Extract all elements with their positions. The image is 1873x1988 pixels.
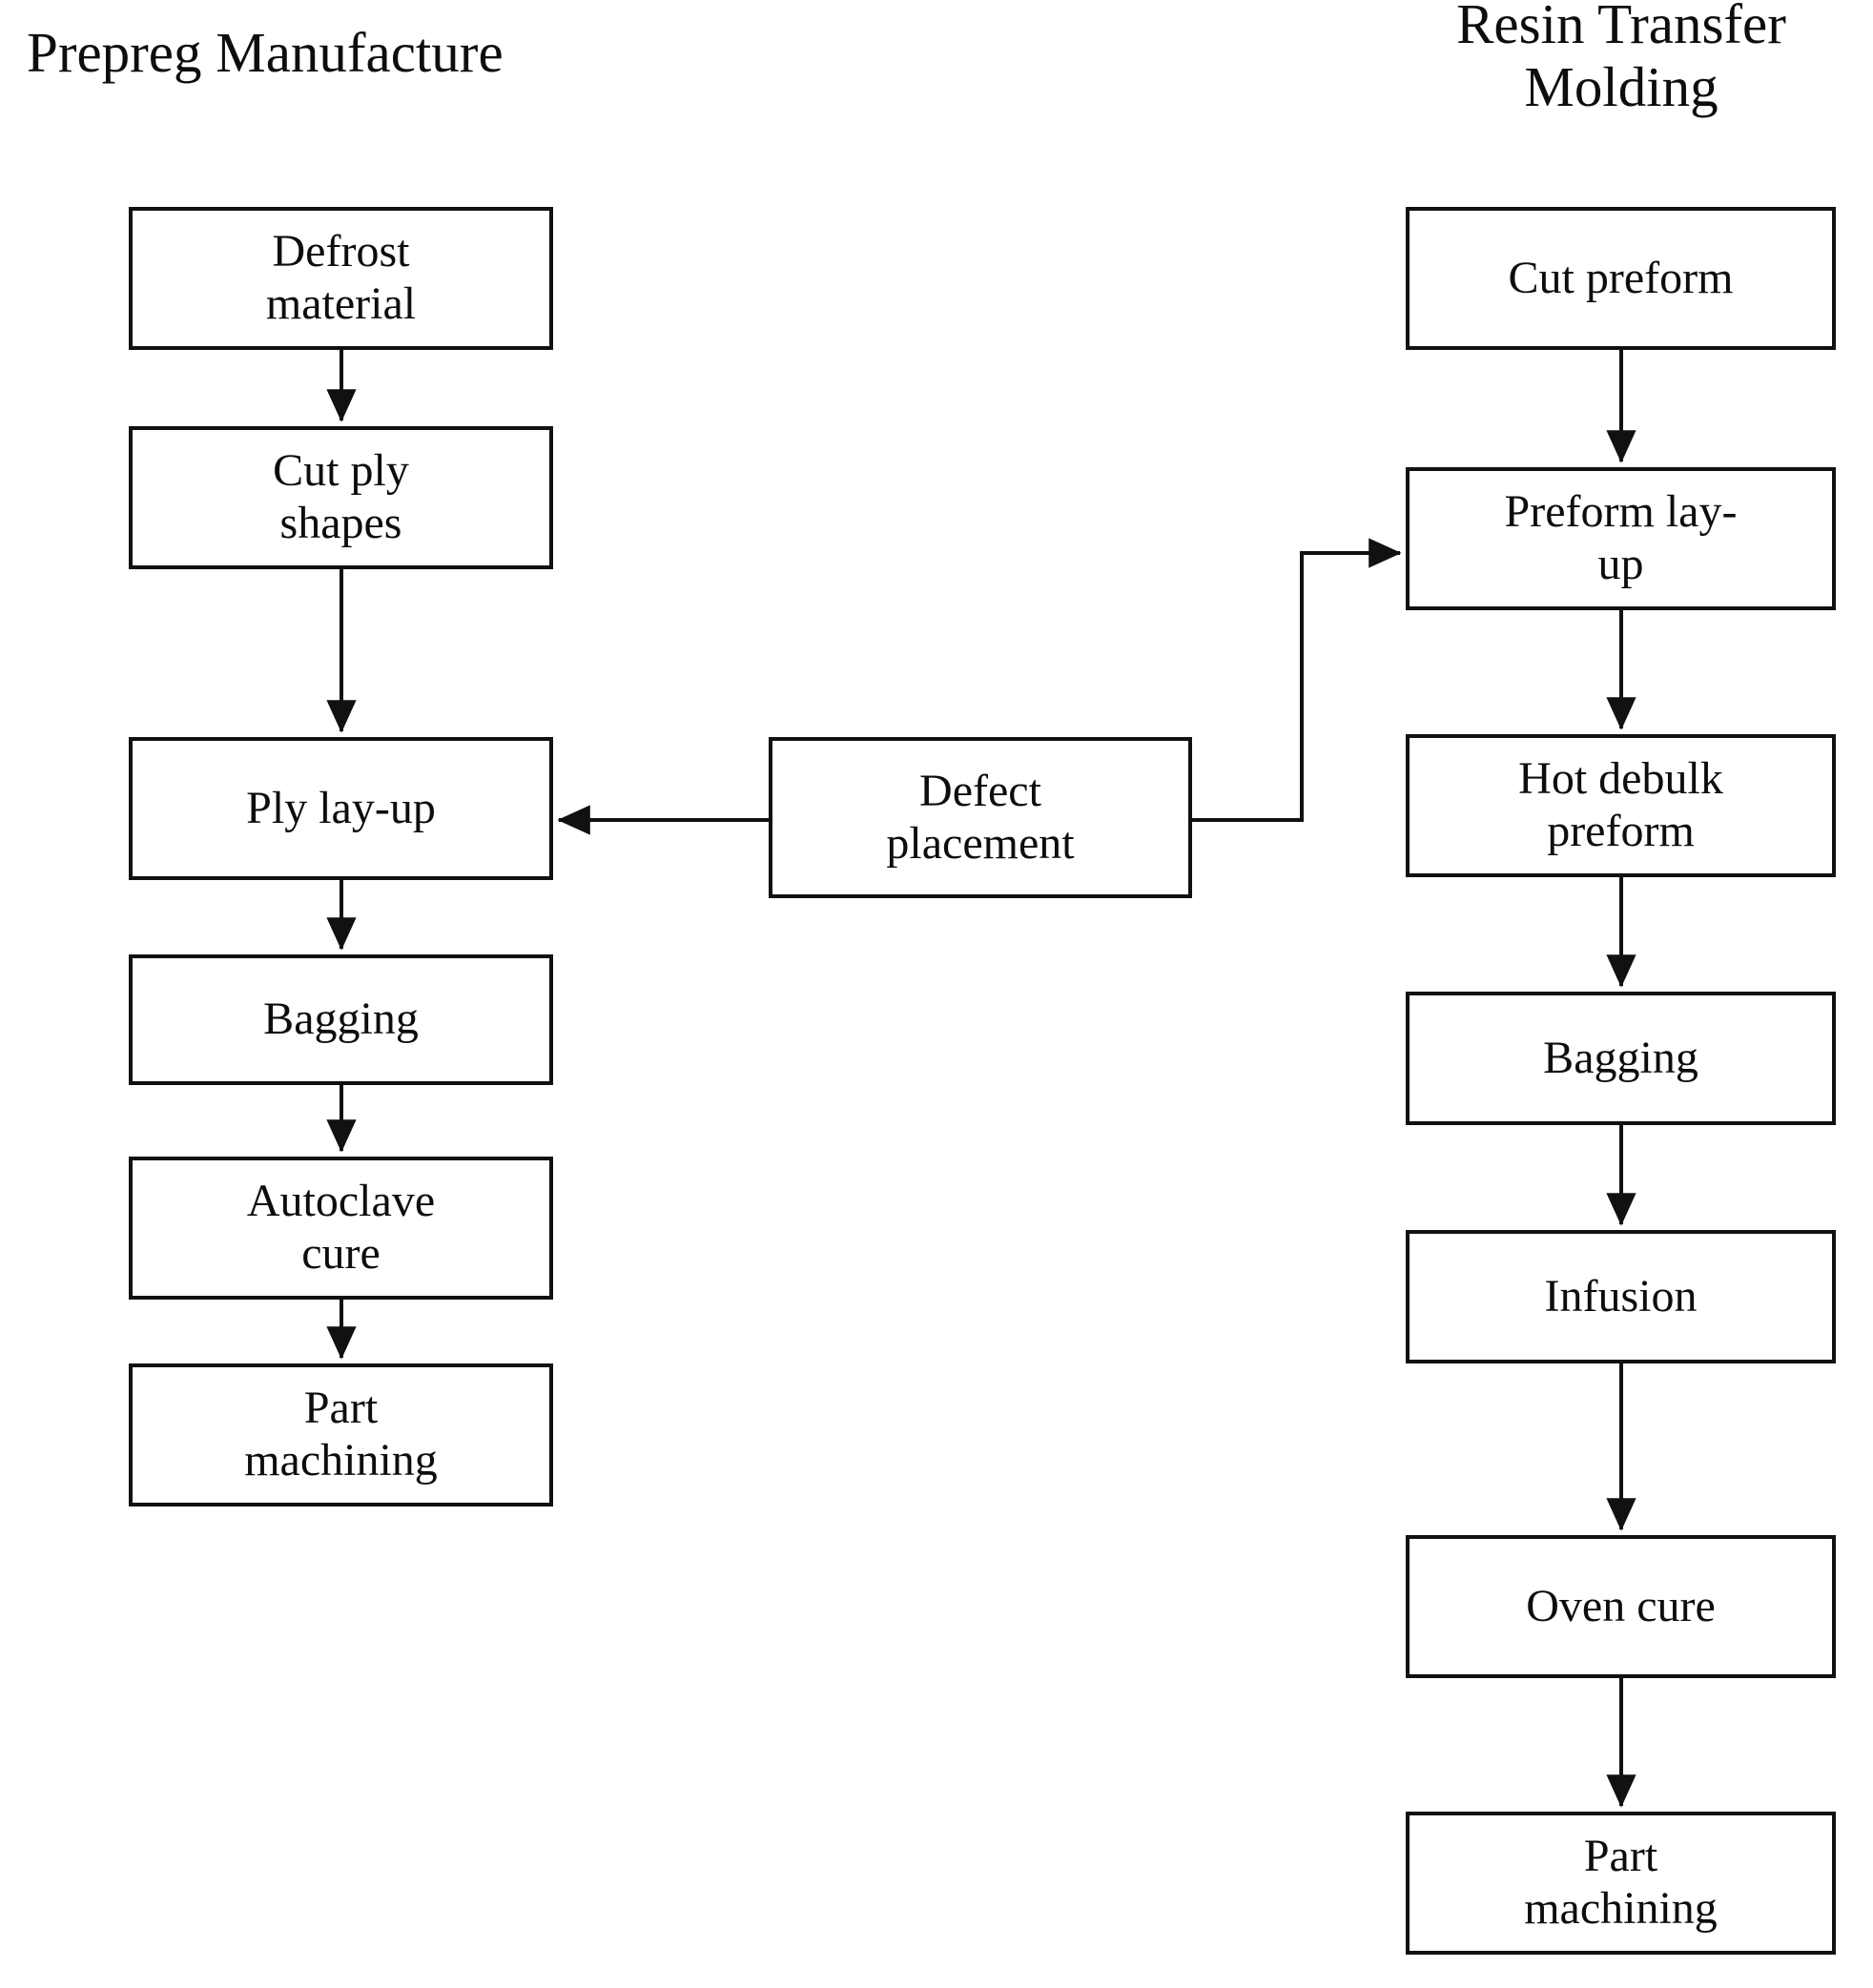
node-oven-cure[interactable]: Oven cure <box>1406 1535 1836 1678</box>
node-part-machining-prepreg[interactable]: Part machining <box>129 1363 553 1506</box>
node-label: Defrost material <box>265 226 417 329</box>
node-part-machining-rtm[interactable]: Part machining <box>1406 1812 1836 1955</box>
node-label: Bagging <box>1543 1032 1698 1083</box>
node-label: Preform lay- up <box>1504 486 1738 589</box>
node-ply-layup[interactable]: Ply lay-up <box>129 737 553 880</box>
node-label: Oven cure <box>1526 1580 1716 1631</box>
node-defect-placement[interactable]: Defect placement <box>769 737 1192 898</box>
column-heading-prepreg: Prepreg Manufacture <box>27 21 504 84</box>
column-heading-resin-transfer-molding: Resin Transfer Molding <box>1456 0 1786 119</box>
node-label: Autoclave cure <box>246 1176 436 1279</box>
node-hot-debulk-preform[interactable]: Hot debulk preform <box>1406 734 1836 877</box>
node-label: Cut ply shapes <box>273 445 409 548</box>
node-label: Cut preform <box>1508 252 1734 303</box>
node-label: Hot debulk preform <box>1518 753 1723 856</box>
node-cut-preform[interactable]: Cut preform <box>1406 207 1836 350</box>
node-defrost-material[interactable]: Defrost material <box>129 207 553 350</box>
node-label: Bagging <box>263 994 419 1045</box>
node-bagging-prepreg[interactable]: Bagging <box>129 954 553 1085</box>
node-label: Defect placement <box>886 765 1075 869</box>
node-cut-ply-shapes[interactable]: Cut ply shapes <box>129 426 553 569</box>
node-preform-layup[interactable]: Preform lay- up <box>1406 467 1836 610</box>
node-infusion[interactable]: Infusion <box>1406 1230 1836 1363</box>
node-label: Infusion <box>1544 1270 1698 1322</box>
node-label: Ply lay-up <box>246 782 436 833</box>
node-bagging-rtm[interactable]: Bagging <box>1406 992 1836 1125</box>
node-autoclave-cure[interactable]: Autoclave cure <box>129 1157 553 1300</box>
node-label: Part machining <box>1524 1831 1718 1934</box>
node-label: Part machining <box>244 1383 438 1486</box>
edge-defect-to-preform-layup <box>1192 538 1402 822</box>
